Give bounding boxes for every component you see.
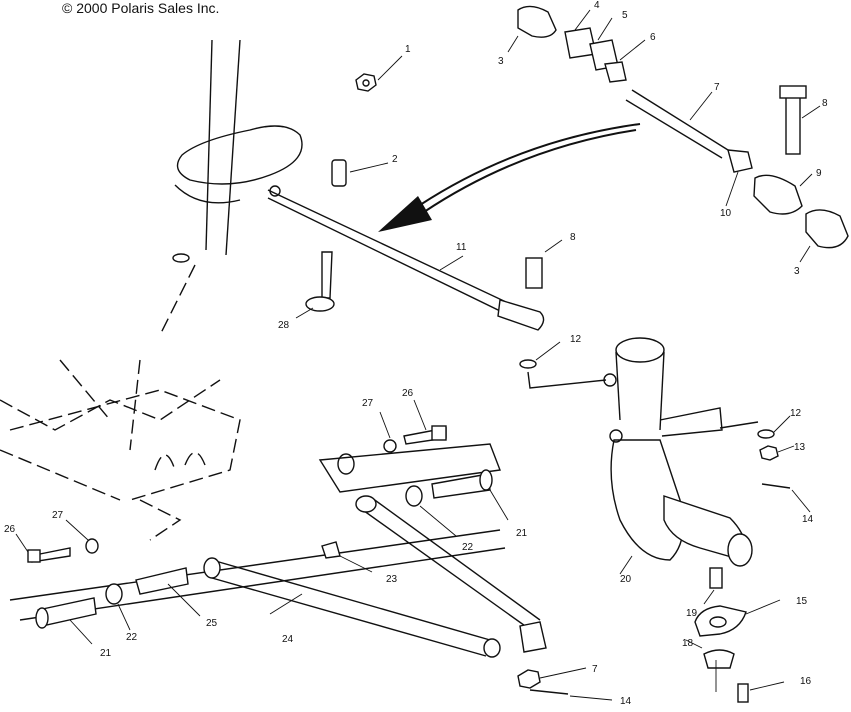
copyright-notice: © 2000 Polaris Sales Inc. — [62, 0, 220, 16]
callout-7a: 7 — [714, 82, 720, 93]
rod-end-assembly — [507, 5, 849, 263]
callout-27b: 27 — [52, 510, 64, 521]
callout-13: 13 — [794, 442, 806, 453]
part-bolt-28 — [295, 251, 335, 319]
callout-22a: 22 — [462, 542, 474, 553]
callout-19: 19 — [686, 608, 698, 619]
callout-1: 1 — [405, 44, 411, 55]
callout-25: 25 — [206, 618, 218, 629]
callout-6: 6 — [650, 32, 656, 43]
callout-26a: 26 — [402, 388, 414, 399]
callout-2: 2 — [392, 154, 398, 165]
steering-post — [159, 39, 303, 336]
callout-12a: 12 — [570, 334, 582, 345]
spindle-20 — [527, 337, 759, 575]
callout-21a: 21 — [516, 528, 528, 539]
callout-23: 23 — [386, 574, 398, 585]
callout-28: 28 — [278, 320, 290, 331]
callout-10: 10 — [720, 208, 732, 219]
grease-fitting-23 — [321, 541, 373, 573]
callout-8b: 8 — [570, 232, 576, 243]
callout-20: 20 — [620, 574, 632, 585]
callout-4: 4 — [594, 0, 600, 11]
part-spacer-2 — [331, 159, 389, 187]
callout-5: 5 — [622, 10, 628, 21]
bushings — [35, 469, 509, 645]
lower-joint-hardware — [685, 567, 785, 703]
part-nut-1 — [355, 55, 403, 92]
callout-14a: 14 — [802, 514, 814, 525]
callout-11: 11 — [456, 242, 467, 253]
callout-16: 16 — [800, 676, 812, 687]
callout-26b: 26 — [4, 524, 16, 535]
callout-18: 18 — [682, 638, 694, 649]
a-arm-24 — [203, 495, 547, 658]
callout-27a: 27 — [362, 398, 374, 409]
tie-rod-11 — [267, 185, 545, 331]
frame-outline — [0, 359, 241, 541]
part-nut-7-lower — [517, 667, 587, 689]
callout-8a: 8 — [822, 98, 828, 109]
part-cotter-pin-14 — [529, 483, 811, 701]
callout-3b: 3 — [794, 266, 800, 277]
callout-labels: 1 2 3 3 4 5 6 7 7 8 8 9 10 11 12 12 13 1… — [4, 0, 828, 707]
assembly-arrow — [378, 123, 641, 232]
callout-22b: 22 — [126, 632, 138, 643]
callout-24: 24 — [282, 634, 294, 645]
part-bolt-8 — [525, 239, 563, 289]
callout-7b: 7 — [592, 664, 598, 675]
callout-3a: 3 — [498, 56, 504, 67]
callout-12b: 12 — [790, 408, 802, 419]
part-washer-12 — [519, 341, 791, 439]
mounting-bracket — [9, 443, 506, 621]
callout-9: 9 — [816, 168, 822, 179]
callout-21b: 21 — [100, 648, 112, 659]
bolts-and-washers — [15, 399, 447, 563]
callout-15: 15 — [796, 596, 808, 607]
part-nut-13 — [759, 445, 795, 461]
callout-14b: 14 — [620, 696, 632, 707]
